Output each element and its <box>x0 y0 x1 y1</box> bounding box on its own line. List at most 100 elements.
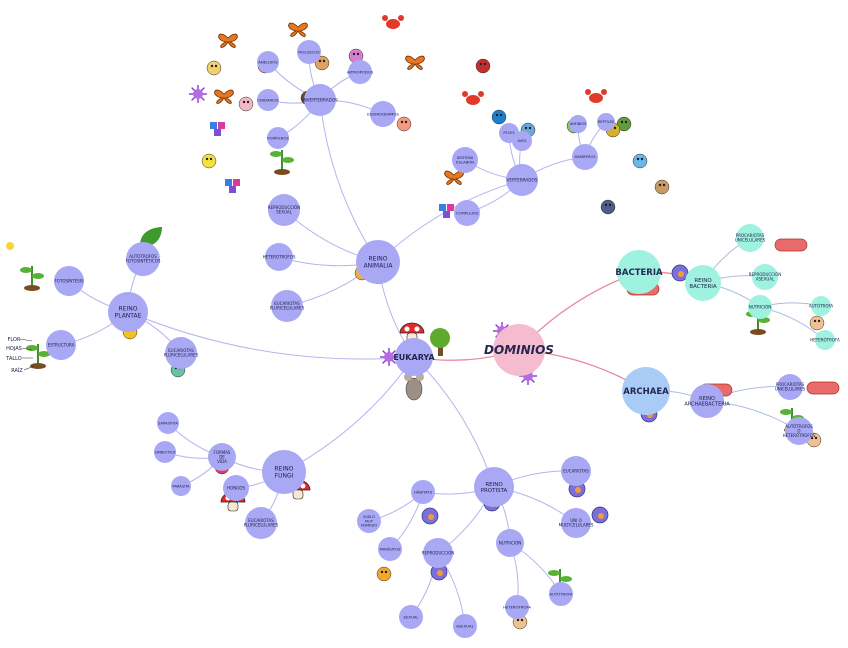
node-equinodermos[interactable]: EQUINODERMOS <box>367 101 399 127</box>
node-invertebrados[interactable]: INVERTEBRADOS <box>302 84 338 116</box>
edge-eukarya-reino_protista <box>413 356 495 488</box>
node-complejos[interactable]: COMPLEJOS <box>454 200 480 226</box>
node-f-parasita[interactable]: PARÁSITA <box>171 476 191 496</box>
node-label: PROCARIOTAS <box>776 382 805 387</box>
node-label: REINO <box>119 306 138 313</box>
node-artropodos[interactable]: ARTRÓPODOS <box>347 60 374 84</box>
node-label: HETERÓTROFOS <box>783 433 816 438</box>
node-p-asexual[interactable]: ASEXUAL <box>453 614 477 638</box>
node-p-reproduccion[interactable]: REPRODUCCIÓN <box>422 538 455 568</box>
node-p-parasitos[interactable]: PARÁSITOS <box>378 537 402 561</box>
node-poriferos[interactable]: PORÍFEROS <box>267 127 289 149</box>
node-bacteria[interactable]: BACTERIA <box>615 250 663 294</box>
node-label: ARTRÓPODOS <box>347 69 374 74</box>
whale-icon <box>600 199 616 215</box>
node-an-heterotrofos[interactable]: HETERÓTROFOS <box>263 243 296 271</box>
butterfly-icon <box>214 89 234 104</box>
node-label: REPTILES <box>598 120 615 124</box>
cell-icon <box>421 507 439 525</box>
bacteria-icon <box>774 238 808 252</box>
node-label: ARCHAEBACTERIA <box>684 402 730 408</box>
butterfly-icon <box>444 170 464 185</box>
node-label: SUELO <box>363 515 375 519</box>
puzzle-icon <box>225 179 240 193</box>
node-cnidarios[interactable]: CNIDARIOS <box>257 89 279 111</box>
node-label: PLANTAE <box>115 313 142 320</box>
node-archaea[interactable]: ARCHAEA <box>622 367 670 415</box>
edge-eukarya-reino_fungi <box>283 356 415 473</box>
node-label: FUNGI <box>275 473 294 480</box>
jellyfish-icon <box>238 96 254 112</box>
node-p-nutricion[interactable]: NUTRICIÓN <box>496 529 524 557</box>
node-pl-fotosintesis[interactable]: FOTOSÍNTESIS <box>54 266 84 296</box>
node-label: O <box>797 428 800 433</box>
node-label: REINO <box>369 256 388 263</box>
node-label: HÚMEDO <box>361 522 377 527</box>
crab-icon <box>585 89 607 103</box>
node-label: NUTRICIÓN <box>499 540 521 545</box>
node-label: HETERÓTROFA <box>810 337 840 342</box>
node-label: ESLABÓN <box>456 160 474 165</box>
node-aves[interactable]: AVES <box>512 131 532 151</box>
edge-reino_animalia-vertebrados <box>377 179 523 263</box>
node-moluscos[interactable]: MOLUSCOS <box>297 40 321 64</box>
bacteria-icon <box>806 381 840 395</box>
node-f-saprofita[interactable]: SAPRÓFITA <box>157 412 179 434</box>
node-p-heterotrofa[interactable]: HETERÓTROFA <box>503 595 531 619</box>
node-anfibios[interactable]: ANFIBIOS <box>569 115 587 133</box>
node-label: PARÁSITA <box>173 483 190 488</box>
node-pl-estructura[interactable]: ESTRUCTURA <box>46 330 76 360</box>
node-label: REINO <box>699 396 715 402</box>
label-hojas: HOJAS <box>6 346 22 352</box>
node-label: REPRODUCCIÓN <box>749 272 782 277</box>
node-p-sexual[interactable]: SEXUAL <box>399 605 423 629</box>
node-p-eucariotas[interactable]: EUCARIOTAS <box>561 456 591 486</box>
node-b-nutricion[interactable]: NUTRICIÓN <box>748 295 772 319</box>
node-label: PARÁSITOS <box>380 546 402 551</box>
node-label: AUTÓTROFA <box>809 303 834 308</box>
dolphin-icon <box>632 153 648 169</box>
node-b-heterotrofa[interactable]: HETERÓTROFA <box>810 330 840 350</box>
node-anelidos[interactable]: ANÉLIDOS <box>257 51 279 73</box>
node-b-autotrofa[interactable]: AUTÓTROFA <box>809 296 834 316</box>
node-label: AUTÓTROFOS <box>785 424 813 429</box>
starfish-icon <box>396 116 412 132</box>
horse-icon <box>654 179 670 195</box>
node-label: PLURICELULARES <box>270 306 305 311</box>
node-p-habitats[interactable]: HÁBITATS <box>411 480 435 504</box>
node-label: EQUINODERMOS <box>367 111 399 116</box>
node-p-autotrofa[interactable]: AUTÓTROFA <box>549 582 573 606</box>
node-f-simbiotica[interactable]: SIMBIÓTICA <box>154 441 176 463</box>
node-vertebrados[interactable]: VERTEBRADOS <box>506 164 538 196</box>
node-dominios[interactable]: DOMINIOS <box>484 324 554 376</box>
node-reptiles[interactable]: REPTILES <box>597 113 615 131</box>
node-f-hongos[interactable]: HONGOS <box>223 475 249 501</box>
node-label: HETERÓTROFA <box>503 604 531 609</box>
node-mamiferos[interactable]: MAMÍFEROS <box>572 144 598 170</box>
butterfly-icon <box>288 22 308 37</box>
node-label: MUY <box>365 519 374 523</box>
fish-icon <box>491 109 507 125</box>
node-eukarya[interactable]: EUKARYA <box>393 338 435 376</box>
bacteria-icon <box>671 264 689 282</box>
